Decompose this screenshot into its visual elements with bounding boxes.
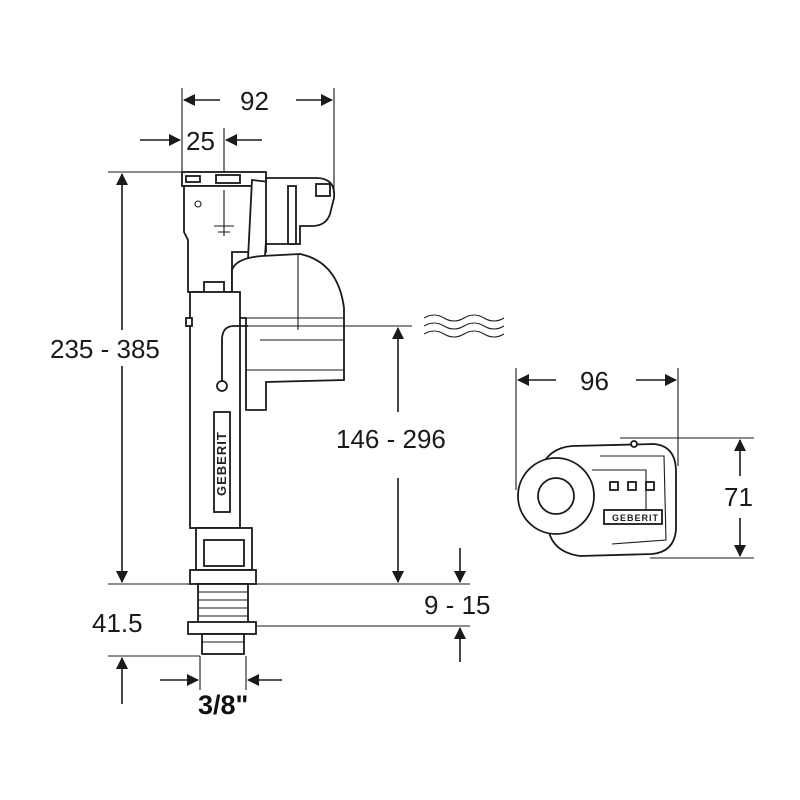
water-level-icon xyxy=(423,314,505,338)
dimension-thread-length: 41.5 xyxy=(92,608,143,638)
valve-side-view: GEBERIT xyxy=(181,171,345,655)
valve-top-view: GEBERIT xyxy=(517,440,677,557)
dimension-height-range: 235 - 385 xyxy=(50,334,160,364)
dimension-water-level-range: 146 - 296 xyxy=(336,424,446,454)
dimension-total-width: 92 xyxy=(240,86,269,116)
top-view-dimension-lines xyxy=(515,368,754,559)
dimension-lines xyxy=(108,88,470,704)
brand-logo-text: GEBERIT xyxy=(214,431,229,496)
dimension-offset: 25 xyxy=(186,126,215,156)
dimension-adjust-range: 9 - 15 xyxy=(424,590,491,620)
dimension-connection: 3/8" xyxy=(198,690,248,720)
dimension-top-width: 96 xyxy=(580,366,609,396)
top-brand-logo-text: GEBERIT xyxy=(612,513,659,523)
dimension-top-height: 71 xyxy=(724,482,753,512)
